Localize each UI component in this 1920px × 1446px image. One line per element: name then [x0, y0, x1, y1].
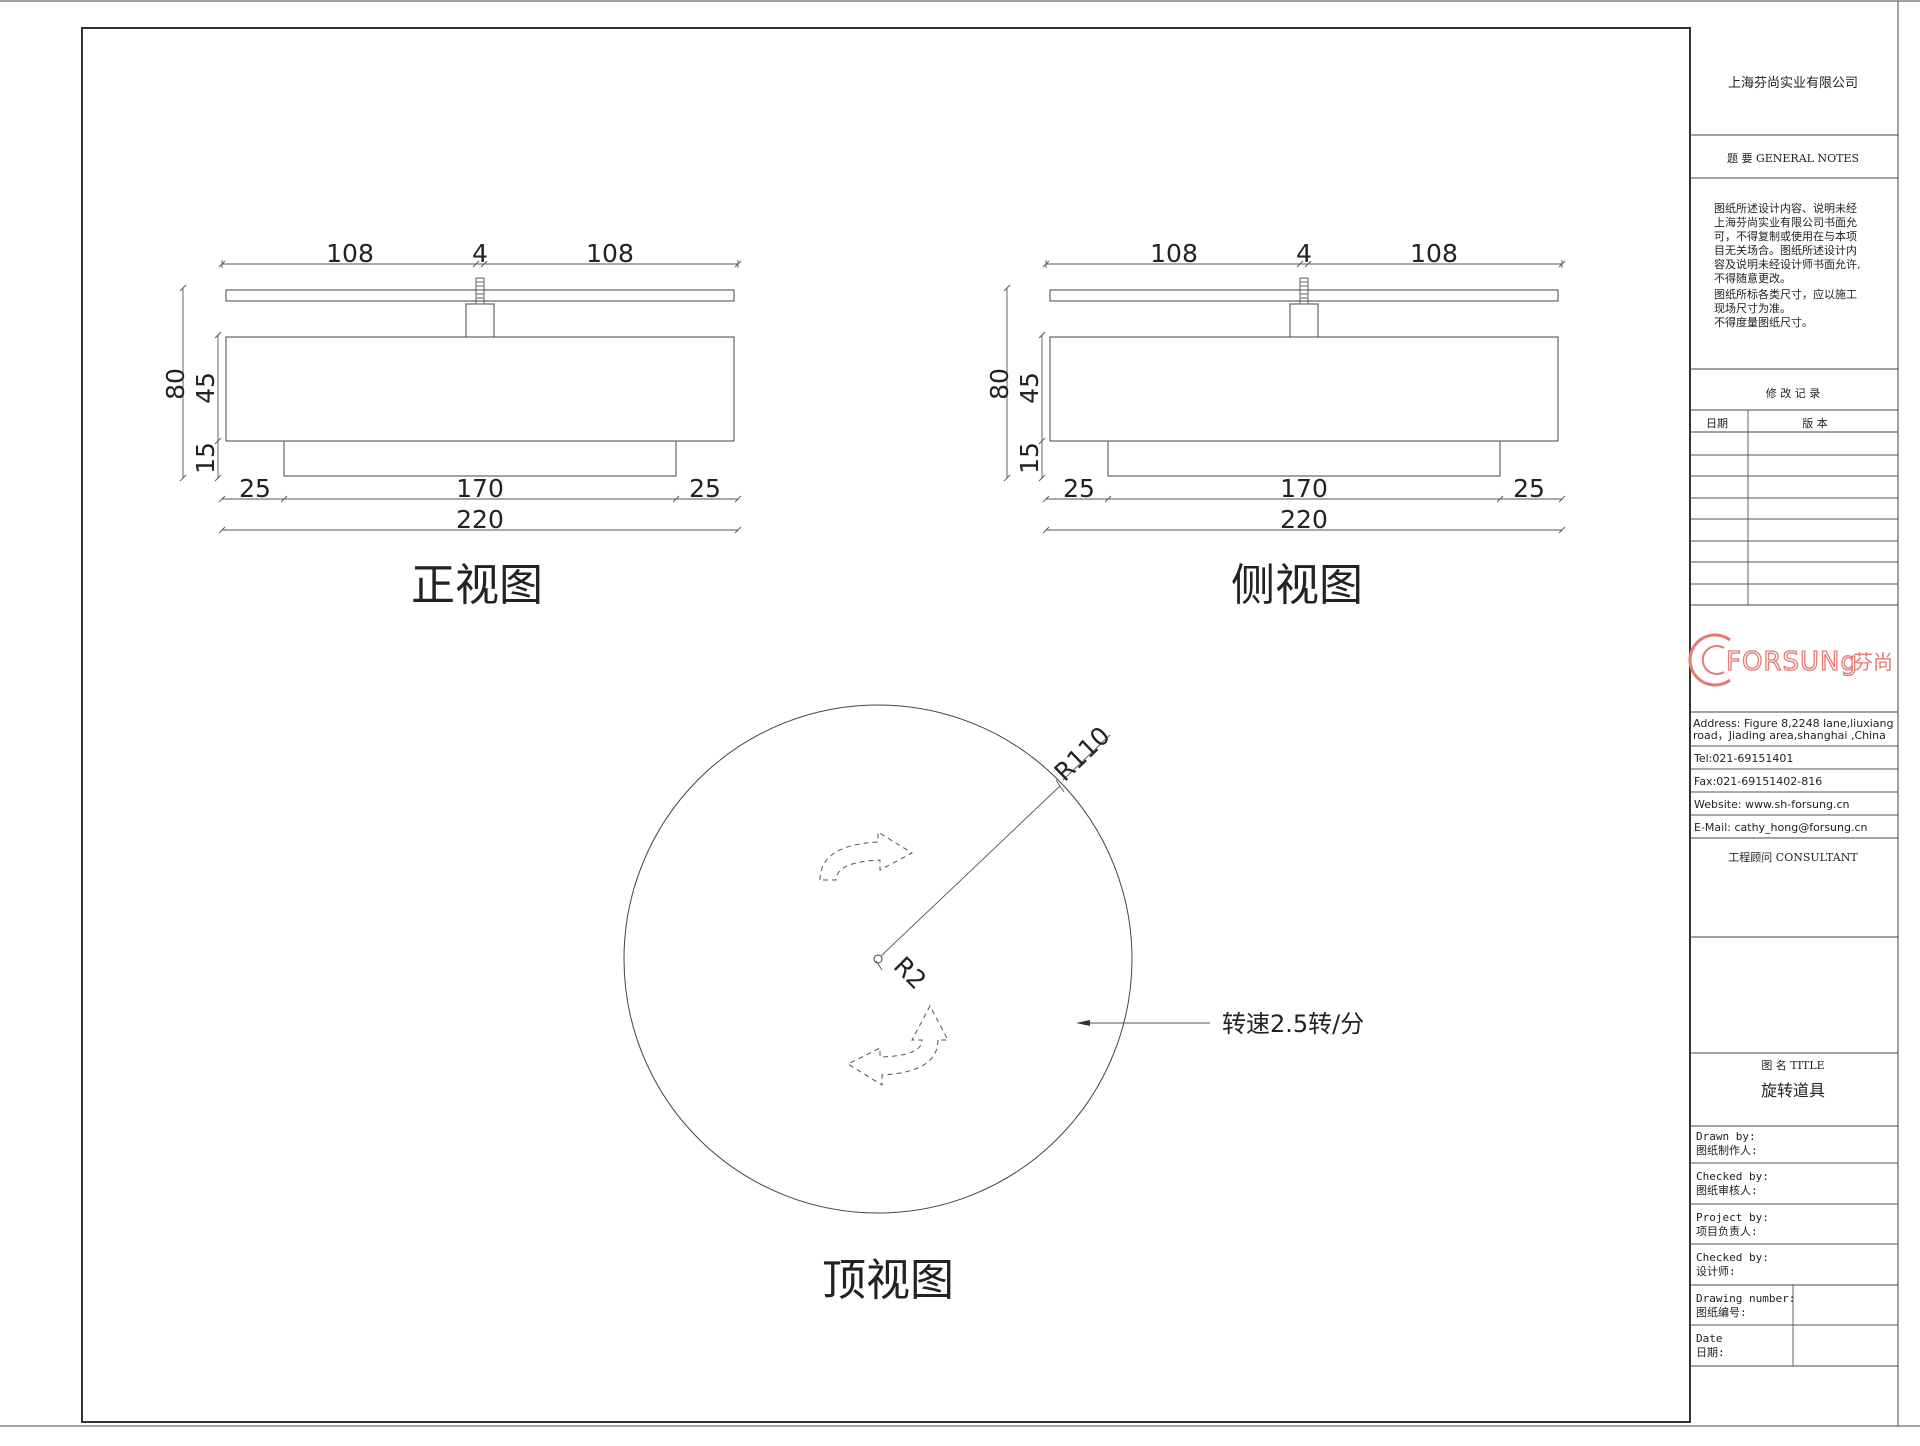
dim-bottom-left: 25: [239, 474, 271, 503]
dim-body-height: 45: [191, 372, 220, 404]
date-en: Date: [1696, 1332, 1723, 1345]
body: [1049, 336, 1559, 442]
dim-outer-radius: R110: [1049, 721, 1116, 787]
designer-en: Checked by:: [1696, 1251, 1769, 1264]
consultant-label: 工程顾问 CONSULTANT: [1728, 851, 1858, 864]
forsung-logo: FORSUNg 芬尚: [1688, 633, 1893, 687]
front-view: 108 4 108 80 45 15 25 170 25: [161, 239, 742, 611]
dim-top-mid: 4: [472, 239, 488, 268]
dim-total: 220: [456, 505, 504, 534]
website: Website: www.sh-forsung.cn: [1694, 798, 1850, 811]
drawing-number-en: Drawing number:: [1696, 1292, 1795, 1305]
revision-col-version: 版 本: [1802, 416, 1828, 430]
title-label: 图 名 TITLE: [1761, 1058, 1824, 1072]
checked-by-en: Checked by:: [1696, 1170, 1769, 1183]
note-line: 图纸所述设计内容、说明未经: [1714, 201, 1857, 215]
side-view: 108 4 108 80 45 15 25 170 25 220 侧视: [985, 239, 1566, 611]
top-view-title: 顶视图: [822, 1255, 954, 1306]
note-line: 目无关场合。图纸所述设计内: [1714, 243, 1857, 257]
company-name: 上海芬尚实业有限公司: [1728, 76, 1858, 91]
project-by-cn: 项目负责人:: [1696, 1224, 1758, 1238]
rotation-arrow-lower: [846, 1004, 949, 1086]
note-line: 图纸所标各类尺寸，应以施工: [1714, 287, 1857, 301]
note-line: 现场尺寸为准。: [1714, 301, 1791, 315]
dim-overall-height: 80: [985, 368, 1014, 400]
dim-bottom-right: 25: [1513, 474, 1545, 503]
tabletop: [1049, 289, 1559, 302]
vertical-dimensions: [1003, 284, 1046, 482]
dim-bottom-left: 25: [1063, 474, 1095, 503]
drawn-by-cn: 图纸制作人:: [1696, 1144, 1758, 1157]
spindle: [1289, 303, 1319, 338]
fax: Fax:021-69151402-816: [1694, 775, 1822, 788]
dim-top-right: 108: [586, 239, 634, 268]
top-dimension: [218, 260, 742, 268]
note-line: 不得随意更改。: [1714, 271, 1791, 285]
note-line: 容及说明未经设计师书面允许,: [1714, 257, 1861, 271]
dim-top-left: 108: [326, 239, 374, 268]
vertical-dimensions: [179, 284, 222, 482]
checked-by-cn: 图纸审核人:: [1696, 1183, 1758, 1197]
top-dimension: [1042, 260, 1566, 268]
revision-header: 修 改 记 录: [1766, 386, 1821, 400]
rotation-arrow-upper: [819, 831, 914, 881]
dim-top-right: 108: [1410, 239, 1458, 268]
title-block: [1690, 134, 1898, 1367]
dim-overall-height: 80: [161, 368, 190, 400]
outer-circle: [623, 704, 1133, 1214]
dim-bottom-right: 25: [689, 474, 721, 503]
drawing-number-cn: 图纸编号:: [1696, 1305, 1747, 1319]
speed-note: 转速2.5转/分: [1222, 1010, 1364, 1038]
designer-cn: 设计师:: [1696, 1265, 1736, 1278]
dim-body-height: 45: [1015, 372, 1044, 404]
dim-bottom-mid: 170: [1280, 474, 1328, 503]
address-line-2: road，Jiading area,shanghai ,China: [1693, 729, 1886, 742]
address-line-1: Address: Figure 8,2248 lane,liuxiang: [1693, 717, 1893, 730]
general-notes-header: 题 要 GENERAL NOTES: [1727, 152, 1859, 165]
dim-total: 220: [1280, 505, 1328, 534]
project-by-en: Project by:: [1696, 1211, 1769, 1224]
body: [225, 336, 735, 442]
dim-top-mid: 4: [1296, 239, 1312, 268]
email: E-Mail: cathy_hong@forsung.cn: [1694, 821, 1868, 834]
dim-base-height: 15: [191, 442, 220, 474]
base: [1107, 440, 1501, 477]
general-notes: 图纸所述设计内容、说明未经 上海芬尚实业有限公司书面允 可，不得复制或使用在与本…: [1714, 201, 1861, 329]
threaded-pin: [1299, 277, 1309, 305]
front-view-title: 正视图: [411, 560, 543, 611]
logo-cn: 芬尚: [1853, 650, 1893, 674]
note-line: 上海芬尚实业有限公司书面允: [1714, 215, 1857, 229]
base: [283, 440, 677, 477]
side-view-title: 侧视图: [1231, 560, 1363, 611]
tabletop: [225, 289, 735, 302]
center-circle: [873, 954, 883, 964]
top-view: R110 R2 转速2.5转/分 顶视图: [623, 704, 1364, 1306]
date-cn: 日期:: [1696, 1346, 1725, 1359]
note-line: 可，不得复制或使用在与本项: [1714, 229, 1857, 243]
dim-inner-radius: R2: [888, 951, 932, 995]
tel: Tel:021-69151401: [1693, 752, 1793, 765]
radius-line: [880, 785, 1061, 957]
threaded-pin: [475, 277, 485, 305]
drawn-by-en: Drawn by:: [1696, 1130, 1756, 1143]
dim-top-left: 108: [1150, 239, 1198, 268]
note-line: 不得度量图纸尺寸。: [1714, 315, 1813, 329]
bottom-dimensions: [218, 495, 742, 534]
revision-col-date: 日期: [1706, 417, 1728, 430]
drawing-title: 旋转道具: [1761, 1081, 1825, 1100]
dim-base-height: 15: [1015, 442, 1044, 474]
spindle: [465, 303, 495, 338]
logo-text: FORSUNg: [1726, 647, 1858, 677]
bottom-dimensions: [1042, 495, 1566, 534]
dim-bottom-mid: 170: [456, 474, 504, 503]
